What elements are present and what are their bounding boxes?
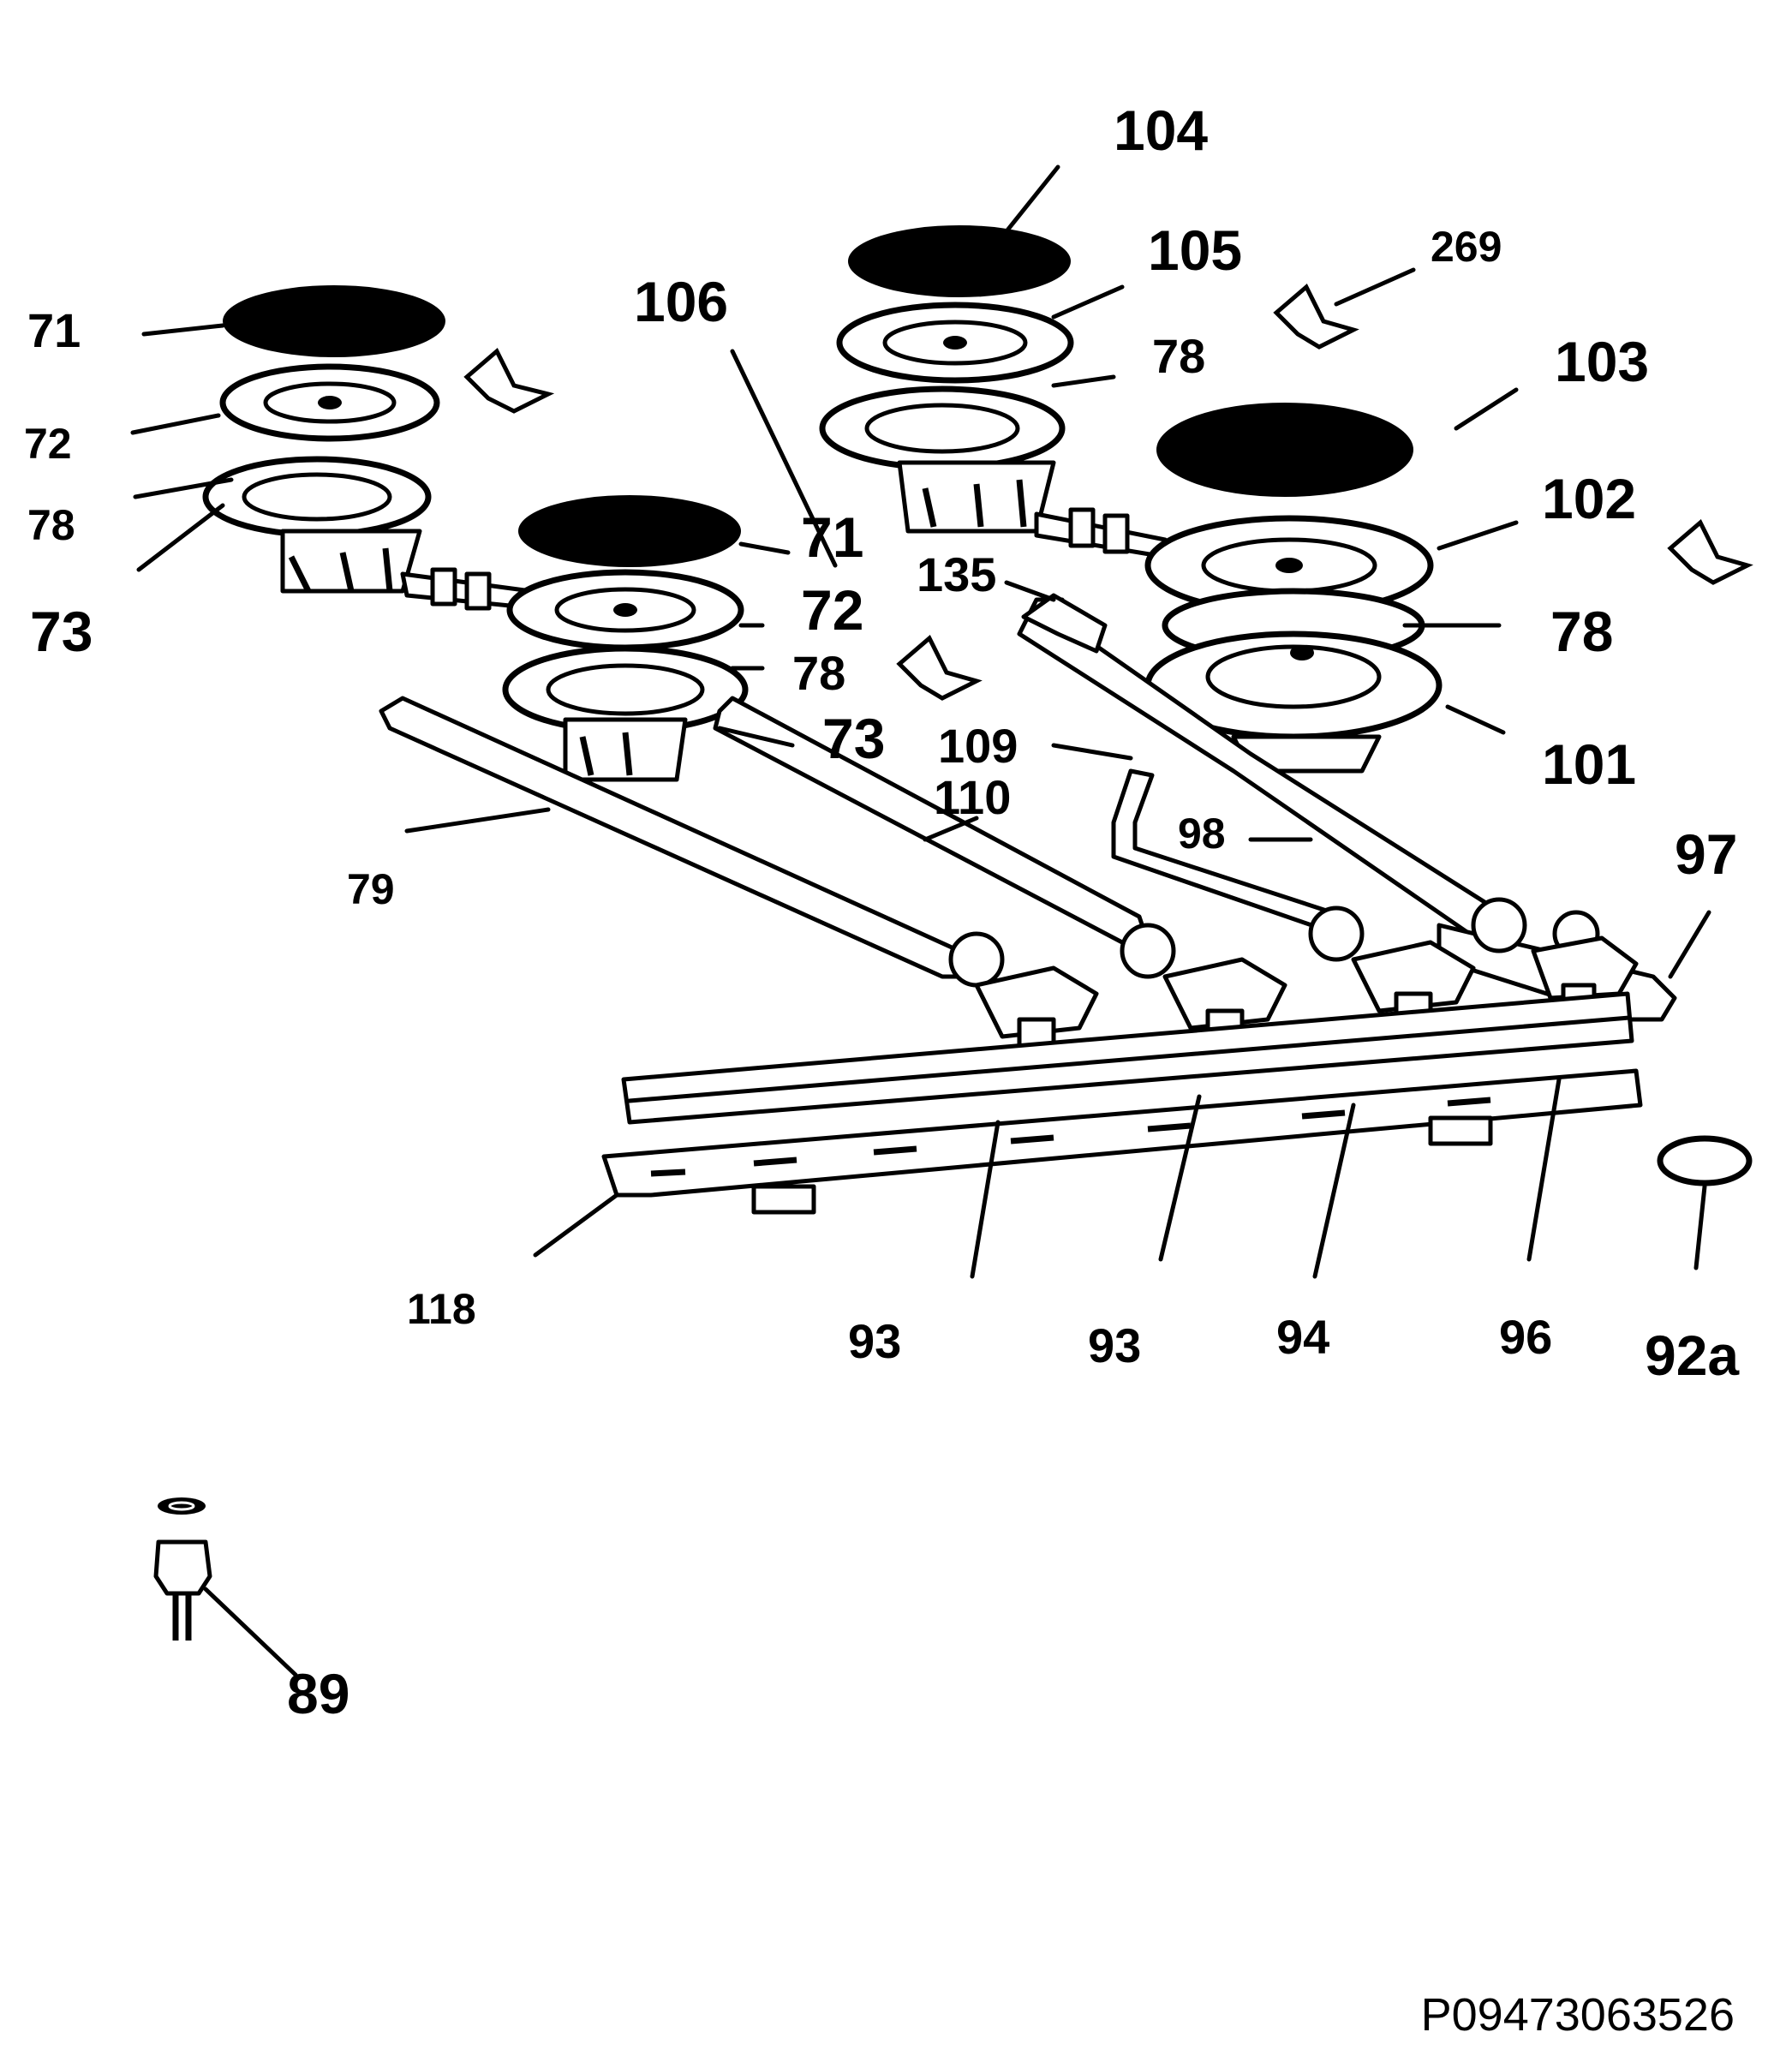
callout-93-b: 93 <box>1088 1318 1141 1372</box>
callout-110: 110 <box>934 770 1011 824</box>
base-hole-101 <box>1290 645 1314 660</box>
callout-101: 101 <box>1542 732 1636 796</box>
callout-89: 89 <box>287 1662 349 1725</box>
pipe-nut <box>1120 923 1176 979</box>
manifold-bracket-118 <box>601 1068 1643 1198</box>
pipe-nuts <box>948 897 1600 988</box>
figure-reference-code: P09473063526 <box>1421 1989 1735 2041</box>
pipe-nut <box>948 931 1005 988</box>
pipe-nut <box>1471 897 1527 953</box>
callout-92a: 92a <box>1645 1324 1740 1387</box>
burner-cap-103 <box>1156 403 1413 497</box>
clip-symbol <box>896 635 983 701</box>
injector-front <box>579 732 633 776</box>
pipe-fitting-center-b <box>1102 513 1130 554</box>
burner-base-106 <box>819 386 1066 471</box>
callout-79: 79 <box>347 865 395 913</box>
bracket-tab <box>1428 1115 1493 1146</box>
burner-left-front <box>502 495 749 782</box>
bracket-holes <box>650 1097 1491 1177</box>
base-inner-101 <box>1205 644 1382 709</box>
callout-71-front: 71 <box>801 505 863 569</box>
injector-left <box>288 547 393 593</box>
callout-72-front: 72 <box>801 578 863 642</box>
burner-left-rear <box>202 285 538 611</box>
burner-cap-104 <box>848 225 1071 297</box>
callout-98: 98 <box>1178 810 1226 858</box>
seal-ring-92a <box>1657 1135 1753 1186</box>
base-inner-left <box>242 472 392 522</box>
callout-135: 135 <box>917 547 996 601</box>
pipe-fitting-center-a <box>1068 507 1096 548</box>
clip-symbols <box>463 284 1753 701</box>
spreader-hole-102 <box>1275 558 1303 573</box>
clip-symbol <box>1273 284 1359 350</box>
spreader-hole-front <box>613 603 637 617</box>
callout-78-front: 78 <box>792 646 845 700</box>
burner-cap-71-left <box>223 285 445 357</box>
gas-pipes <box>379 593 1677 1022</box>
bracket-tab <box>751 1184 816 1215</box>
valve-manifold <box>601 935 1643 1215</box>
callouts: 71 72 78 73 106 104 105 78 269 103 71 72… <box>24 99 1740 1725</box>
callout-106: 106 <box>634 270 728 333</box>
callout-73-front: 73 <box>822 707 885 770</box>
pipe-center-rear <box>1034 511 1168 559</box>
pipe-nut <box>1308 905 1365 962</box>
spark-electrode-89 <box>153 1497 212 1641</box>
callout-78-center: 78 <box>1152 329 1205 383</box>
clip-symbol <box>463 348 555 414</box>
injector-center <box>922 479 1027 528</box>
callout-71-left: 71 <box>27 303 81 357</box>
callout-102: 102 <box>1542 467 1636 530</box>
base-inner-106 <box>864 403 1020 454</box>
callout-94: 94 <box>1276 1310 1329 1364</box>
burner-center-rear <box>819 225 1168 559</box>
callout-73-left: 73 <box>30 600 93 663</box>
callout-105: 105 <box>1148 218 1242 282</box>
callout-72-left: 72 <box>24 420 72 468</box>
spreader-hole-left <box>318 396 342 409</box>
callout-118: 118 <box>407 1285 476 1333</box>
callout-103: 103 <box>1555 330 1649 393</box>
callout-93-a: 93 <box>848 1314 901 1368</box>
manifold-rail-face <box>627 1015 1632 1103</box>
callout-78-right: 78 <box>1550 600 1613 663</box>
spreader-hole-105 <box>943 336 967 350</box>
clip-symbol <box>1667 519 1753 585</box>
callout-96: 96 <box>1499 1310 1552 1364</box>
spreader-inner-left <box>263 381 397 424</box>
callout-109: 109 <box>938 719 1018 773</box>
callout-78-left: 78 <box>27 501 75 549</box>
leader-lines <box>130 164 1711 1677</box>
pipe-fitting-left-a <box>430 567 457 607</box>
burner-cap-71-front <box>518 495 741 567</box>
base-inner-front <box>546 663 705 716</box>
pipe-fitting-left-b <box>464 571 492 611</box>
spreader-inner-105 <box>882 320 1028 366</box>
burner-base-73-left <box>202 456 432 538</box>
callout-97: 97 <box>1675 822 1737 886</box>
callout-104: 104 <box>1114 99 1208 162</box>
callout-269: 269 <box>1431 223 1502 271</box>
spreader-inner-front <box>554 587 696 633</box>
